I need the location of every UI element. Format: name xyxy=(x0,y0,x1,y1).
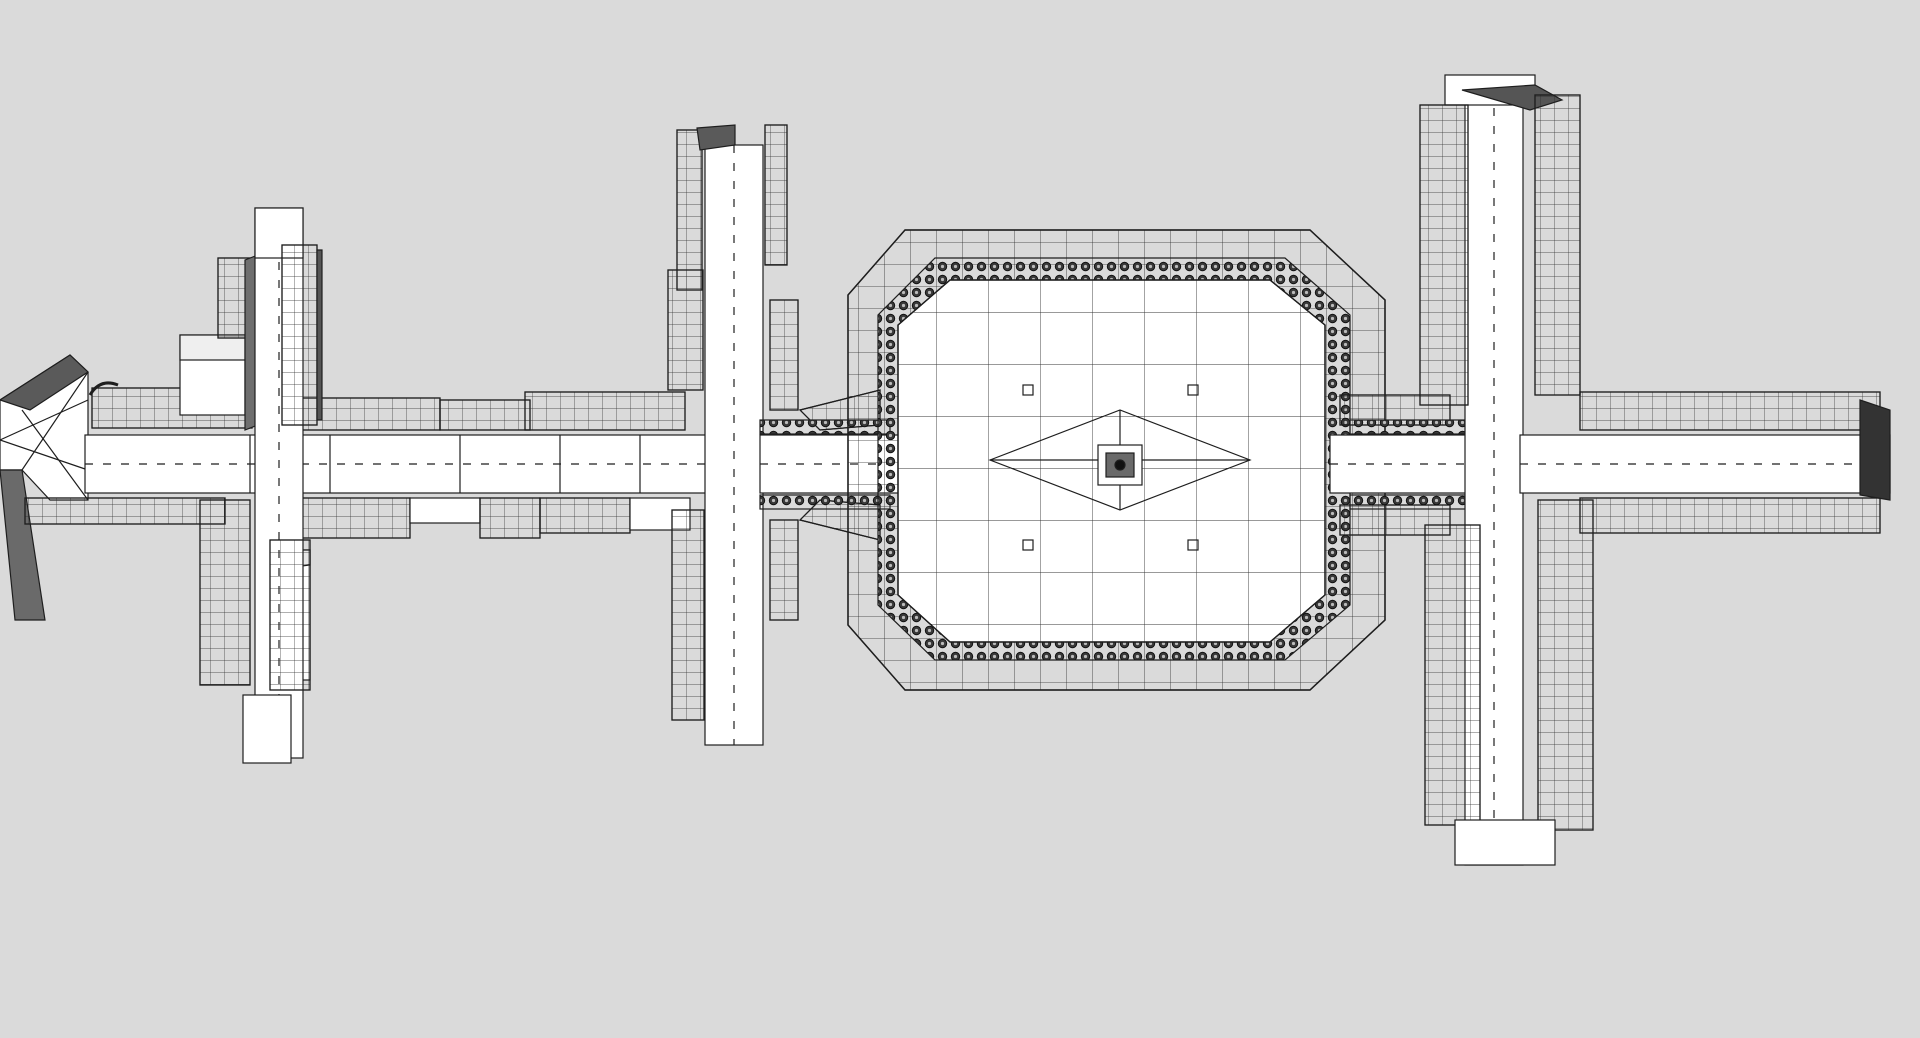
buildings-north-row xyxy=(88,254,686,431)
west-entrance-wing xyxy=(0,354,89,621)
buildings-south-row xyxy=(24,497,691,686)
connector-east xyxy=(1329,394,1501,536)
main-street-east xyxy=(1519,391,1891,534)
cross-street-3 xyxy=(1419,74,1594,866)
central-square xyxy=(847,229,1386,691)
cross-street-1 xyxy=(242,207,323,764)
cross-street-2 xyxy=(667,124,799,746)
main-street-west xyxy=(84,434,711,494)
